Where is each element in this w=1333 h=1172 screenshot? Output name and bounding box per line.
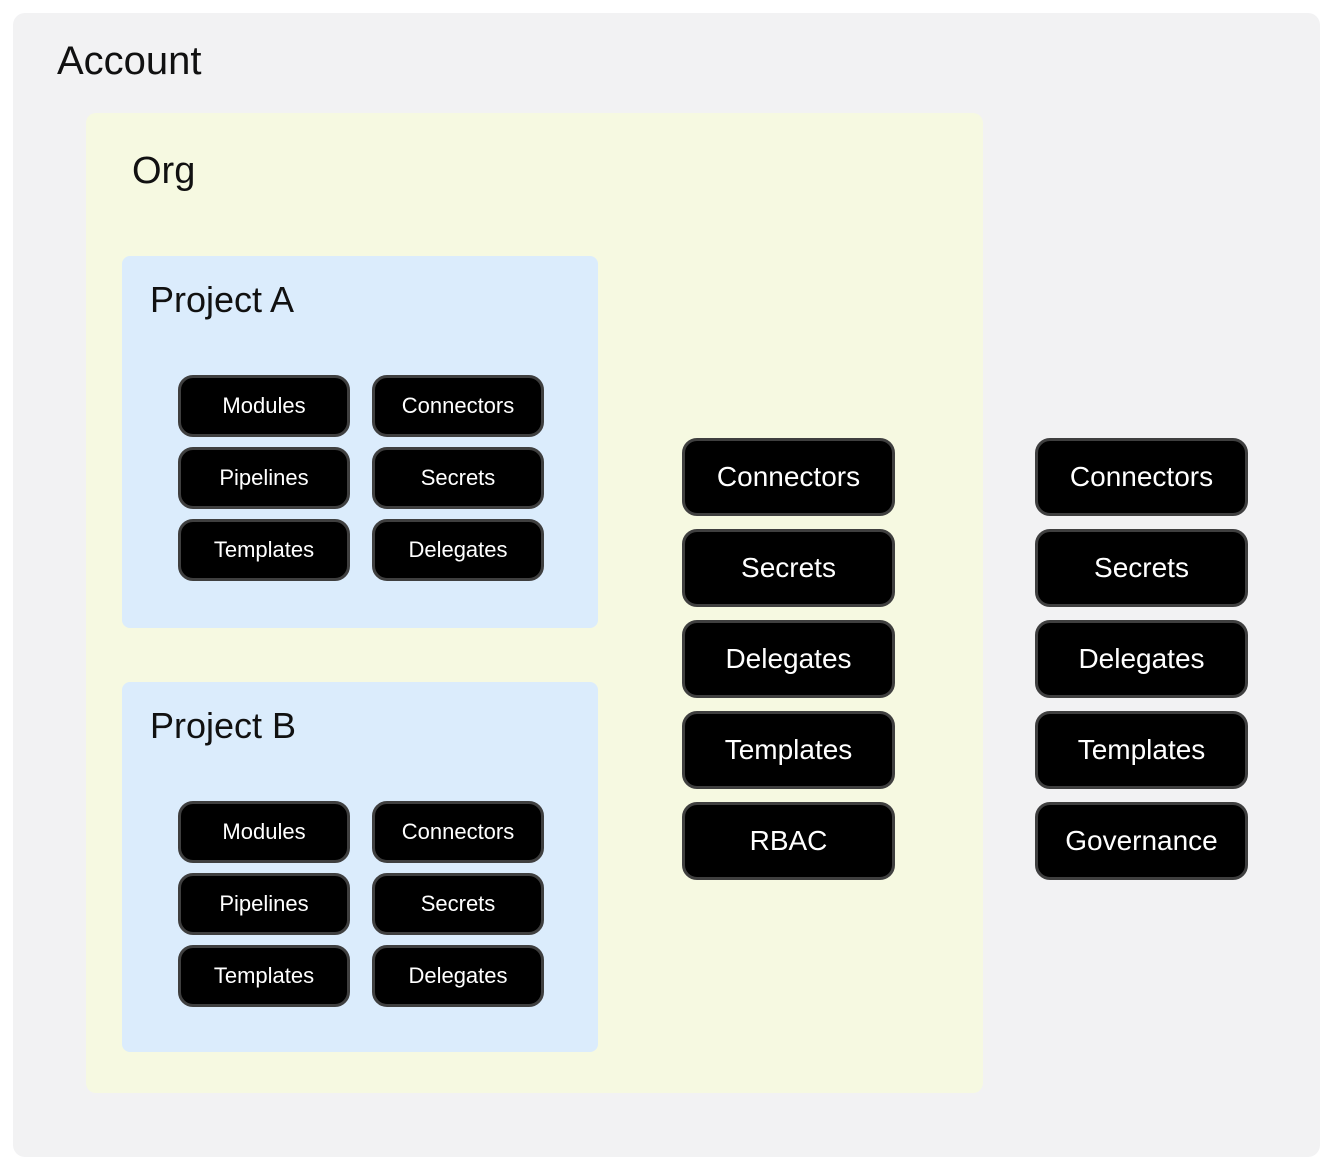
- org-pill-rbac: RBAC: [682, 802, 895, 880]
- project-b-container: Project B Modules Connectors Pipelines S…: [122, 682, 598, 1052]
- org-title: Org: [132, 150, 196, 192]
- project-a-pill-delegates: Delegates: [372, 519, 544, 581]
- account-scope-pill-column: Connectors Secrets Delegates Templates G…: [1035, 438, 1248, 880]
- org-scope-pill-column: Connectors Secrets Delegates Templates R…: [682, 438, 895, 880]
- project-b-pill-secrets: Secrets: [372, 873, 544, 935]
- org-container: Org Project A Modules Connectors Pipelin…: [86, 113, 983, 1093]
- org-pill-connectors: Connectors: [682, 438, 895, 516]
- project-a-pill-modules: Modules: [178, 375, 350, 437]
- org-pill-templates: Templates: [682, 711, 895, 789]
- project-a-pill-templates: Templates: [178, 519, 350, 581]
- project-a-pill-pipelines: Pipelines: [178, 447, 350, 509]
- org-pill-delegates: Delegates: [682, 620, 895, 698]
- account-container: Account Org Project A Modules Connectors…: [13, 13, 1320, 1157]
- project-b-pill-templates: Templates: [178, 945, 350, 1007]
- account-title: Account: [57, 39, 202, 83]
- project-b-pill-delegates: Delegates: [372, 945, 544, 1007]
- project-a-container: Project A Modules Connectors Pipelines S…: [122, 256, 598, 628]
- org-pill-secrets: Secrets: [682, 529, 895, 607]
- project-a-pill-grid: Modules Connectors Pipelines Secrets Tem…: [178, 375, 544, 581]
- project-a-pill-secrets: Secrets: [372, 447, 544, 509]
- project-b-pill-pipelines: Pipelines: [178, 873, 350, 935]
- project-b-pill-grid: Modules Connectors Pipelines Secrets Tem…: [178, 801, 544, 1007]
- project-a-pill-connectors: Connectors: [372, 375, 544, 437]
- account-pill-governance: Governance: [1035, 802, 1248, 880]
- account-pill-templates: Templates: [1035, 711, 1248, 789]
- project-b-pill-modules: Modules: [178, 801, 350, 863]
- account-pill-connectors: Connectors: [1035, 438, 1248, 516]
- account-pill-delegates: Delegates: [1035, 620, 1248, 698]
- account-pill-secrets: Secrets: [1035, 529, 1248, 607]
- project-a-title: Project A: [150, 279, 295, 320]
- project-b-pill-connectors: Connectors: [372, 801, 544, 863]
- project-b-title: Project B: [150, 705, 297, 746]
